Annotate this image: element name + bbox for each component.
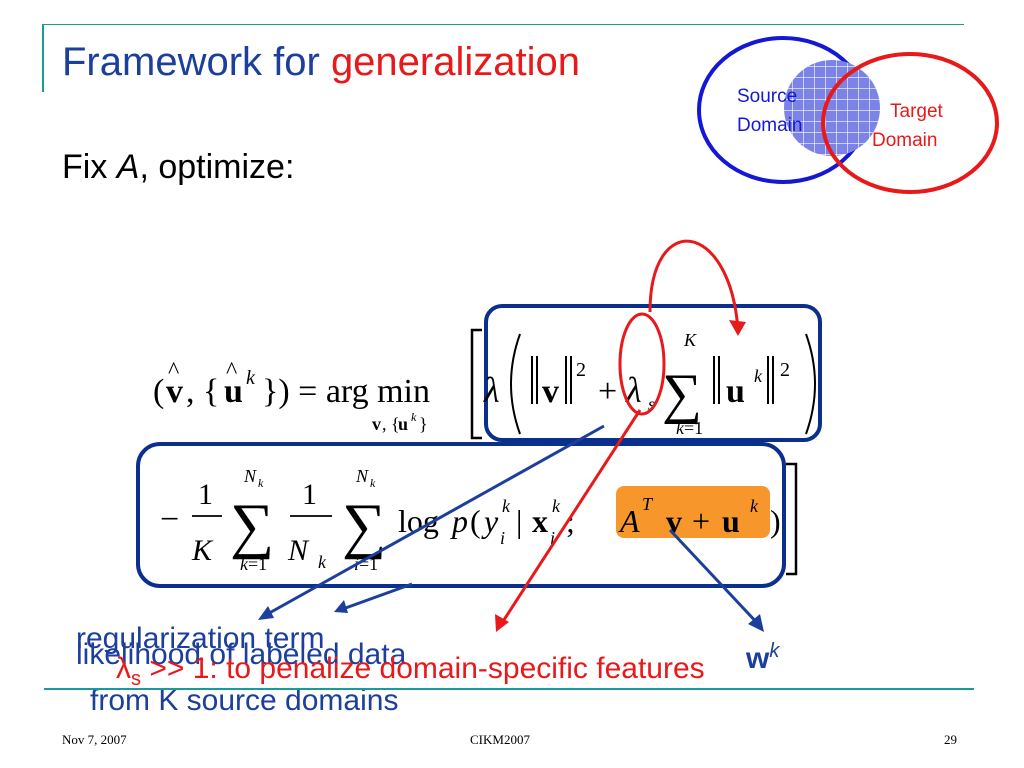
svg-text:k: k <box>370 476 376 490</box>
svg-text:p: p <box>450 503 468 539</box>
target-domain-ellipse <box>821 52 999 194</box>
regularization-box <box>484 304 822 442</box>
svg-text:x: x <box>532 503 548 539</box>
svg-text:λ: λ <box>625 370 642 410</box>
w-symbol: w <box>746 642 770 675</box>
target-label-line1: Target <box>890 101 944 122</box>
likelihood-arrow <box>339 582 413 612</box>
bottom-rule <box>44 688 974 690</box>
svg-text:A: A <box>618 503 640 539</box>
regularization-arrow <box>263 424 605 618</box>
svg-text:∑: ∑ <box>230 492 274 560</box>
svg-text:2: 2 <box>780 359 790 381</box>
svg-text:s: s <box>648 394 655 414</box>
svg-text:1: 1 <box>302 478 317 511</box>
subtitle-pre: Fix <box>62 148 117 186</box>
footer-venue: CIKM2007 <box>470 732 530 747</box>
wk-label: wk <box>746 640 779 676</box>
slide-subtitle: Fix A, optimize: <box>62 148 294 187</box>
svg-text:k=1: k=1 <box>676 418 703 438</box>
svg-text:(: ( <box>470 503 481 539</box>
svg-text:+: + <box>598 373 617 410</box>
svg-text:;: ; <box>566 503 575 539</box>
source-label-line2: Domain <box>737 115 802 136</box>
footer-date: Nov 7, 2007 <box>62 732 127 747</box>
title-accent-bar <box>42 24 44 92</box>
curved-red-arrow <box>648 239 740 331</box>
svg-text:v: v <box>166 373 183 410</box>
svg-text:2: 2 <box>576 359 586 381</box>
svg-text:+: + <box>692 503 710 539</box>
svg-text:v: v <box>542 373 559 410</box>
svg-text:T: T <box>642 494 654 514</box>
model-term-highlight <box>616 486 770 538</box>
svg-text:k: k <box>502 496 511 516</box>
slide-title: Framework for generalization <box>62 40 580 85</box>
lambda-description: >> 1: to penalize domain-specific featur… <box>141 652 705 685</box>
svg-text:^: ^ <box>226 358 237 384</box>
domain-overlap-shape <box>784 60 880 156</box>
lambda-label: λs >> 1: to penalize domain-specific fea… <box>116 652 705 691</box>
svg-text:1: 1 <box>198 478 213 511</box>
likelihood-box <box>136 442 786 588</box>
subtitle-post: , optimize: <box>139 148 295 186</box>
svg-text:|: | <box>516 503 522 539</box>
svg-text:^: ^ <box>168 358 179 384</box>
subtitle-var: A <box>116 148 140 186</box>
svg-text:k: k <box>258 476 264 490</box>
svg-text:i: i <box>500 528 505 548</box>
svg-text:, {: , { <box>382 414 400 434</box>
source-label-line1: Source <box>737 86 797 107</box>
svg-text:k: k <box>552 496 561 516</box>
svg-text:u: u <box>224 373 243 410</box>
svg-text:k: k <box>750 496 759 516</box>
svg-text:N: N <box>243 466 257 486</box>
svg-text:, {: , { <box>186 373 219 410</box>
svg-text:}: } <box>419 414 428 434</box>
svg-text:K: K <box>191 534 214 567</box>
svg-text:k: k <box>411 410 417 424</box>
lambda-subscript: s <box>131 668 141 690</box>
regularization-label: regularization term <box>76 622 325 655</box>
svg-text:u: u <box>398 414 408 434</box>
svg-text:∑: ∑ <box>342 492 386 560</box>
svg-text:k: k <box>246 367 256 389</box>
target-label-line2: Domain <box>872 130 937 151</box>
wk-arrow <box>668 528 762 628</box>
svg-text:): ) <box>770 503 781 539</box>
w-superscript: k <box>769 640 780 662</box>
top-rule <box>44 24 964 25</box>
svg-text:y: y <box>481 503 499 539</box>
likelihood-label: likelihood of labeled data <box>76 638 407 671</box>
svg-text:∑: ∑ <box>662 363 702 425</box>
svg-text:}) = arg min: }) = arg min <box>262 373 430 410</box>
svg-text:u: u <box>726 373 745 410</box>
svg-text:k=1: k=1 <box>240 554 267 574</box>
lambda-arrow <box>498 409 642 627</box>
svg-text:k: k <box>754 366 763 386</box>
lambda-s-highlight <box>618 312 666 416</box>
title-prefix: Framework for <box>62 40 331 84</box>
svg-text:K: K <box>683 330 697 350</box>
svg-text:N: N <box>287 534 310 567</box>
svg-text:i: i <box>550 528 555 548</box>
svg-text:u: u <box>722 503 740 539</box>
svg-text:−: − <box>160 501 179 538</box>
svg-text:(: ( <box>153 373 164 410</box>
svg-text:λ: λ <box>483 370 500 410</box>
svg-text:N: N <box>355 466 369 486</box>
svg-text:v: v <box>372 414 381 434</box>
lambda-symbol: λ <box>116 652 131 685</box>
title-highlight: generalization <box>330 40 580 84</box>
svg-text:k: k <box>318 552 327 572</box>
footer-page-number: 29 <box>944 732 957 747</box>
